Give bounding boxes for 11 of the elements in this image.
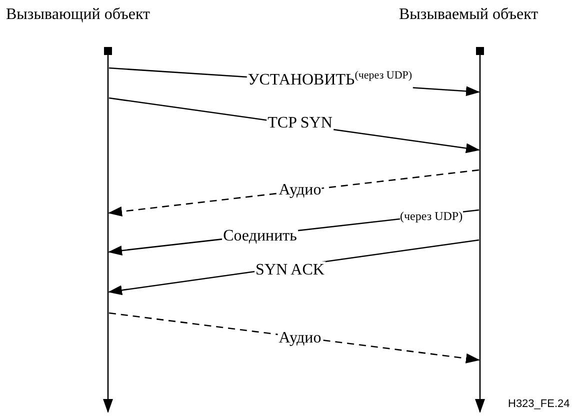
participant-label: Вызывающий объект [6,6,150,23]
edge-label: Аудио [278,330,322,346]
participant-label: Вызываемый объект [399,6,538,23]
edge-label: TCP SYN [266,114,334,132]
message-arrow [108,312,480,364]
edge-label: Соединить [222,228,298,244]
edge-label: УСТАНОВИТЬ$^{(через UDP)}$ [246,72,414,88]
lifeline-arrow [103,396,113,413]
edge-label: Аудио [278,182,322,198]
message-arrow [108,169,480,216]
lifeline-arrow [475,396,485,413]
